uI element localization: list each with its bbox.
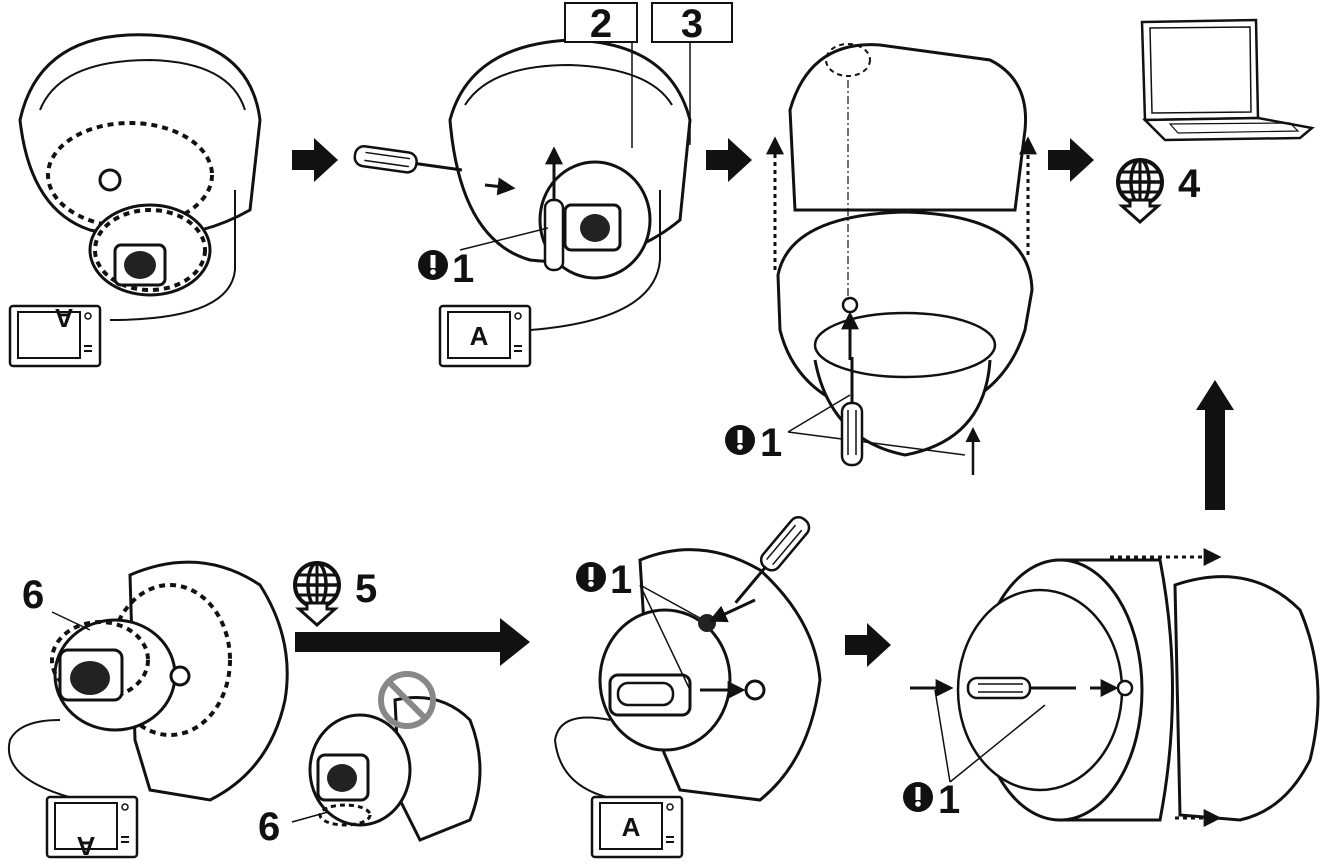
warning-callout-b: 1: [725, 421, 782, 465]
camera-wall-view-1: [7, 560, 289, 802]
callout-part-2: 2: [564, 2, 638, 46]
callout-part-3-label: 3: [681, 2, 703, 46]
warning-icon: [576, 562, 606, 592]
monitor-4: A: [590, 795, 684, 859]
warning-callout-c: 1: [576, 558, 632, 602]
lens-callout-6b-label: 6: [258, 805, 280, 849]
warning-callout-a-label: 1: [452, 247, 474, 291]
warning-callout-a: 1: [418, 247, 474, 291]
monitor-1-letter: A: [54, 303, 73, 333]
callout-part-3: 3: [651, 2, 733, 46]
warning-icon: [418, 250, 448, 280]
warning-callout-d: 1: [903, 778, 960, 822]
monitor-2: A: [438, 304, 532, 368]
laptop-icon: [1140, 18, 1315, 142]
monitor-3: A: [45, 795, 139, 861]
camera-wall-view-2: [291, 696, 482, 842]
globe-download-icon: [293, 561, 341, 627]
camera-tighten-view: [448, 38, 692, 331]
lens-callout-6b: 6: [258, 805, 280, 849]
globe-download-icon: [1116, 158, 1164, 224]
step-arrow-4: [845, 623, 891, 667]
callout-part-2-label: 2: [590, 2, 612, 46]
screwdriver-2: [352, 143, 465, 182]
prohibited-icon: [378, 671, 436, 729]
dome-attach-view: [766, 43, 1037, 475]
dome-wall-view: [910, 548, 1320, 827]
step-arrow-2: [706, 138, 752, 182]
step-arrow-3: [1048, 138, 1094, 182]
network-step-4: 4: [1116, 158, 1201, 224]
lens-callout-6a-label: 6: [22, 573, 44, 617]
step-arrow-up: [1196, 380, 1234, 510]
warning-callout-b-label: 1: [760, 421, 782, 465]
warning-icon: [903, 782, 933, 812]
lens-callout-6a: 6: [22, 573, 44, 617]
warning-callout-c-label: 1: [610, 558, 632, 602]
camera-wall-view-3: [553, 548, 822, 802]
warning-icon: [725, 425, 755, 455]
step-5-label: 5: [355, 567, 377, 611]
camera-adjust-view-1: [18, 33, 262, 321]
monitor-3-letter: A: [76, 831, 95, 861]
step-4-label: 4: [1178, 162, 1201, 206]
network-step-5: 5: [293, 561, 377, 627]
monitor-2-letter: A: [470, 321, 489, 351]
step-arrow-long: [295, 618, 530, 666]
warning-callout-d-label: 1: [938, 778, 960, 822]
monitor-1: A: [8, 303, 102, 368]
step-arrow-1: [292, 138, 338, 182]
monitor-4-letter: A: [622, 812, 641, 842]
